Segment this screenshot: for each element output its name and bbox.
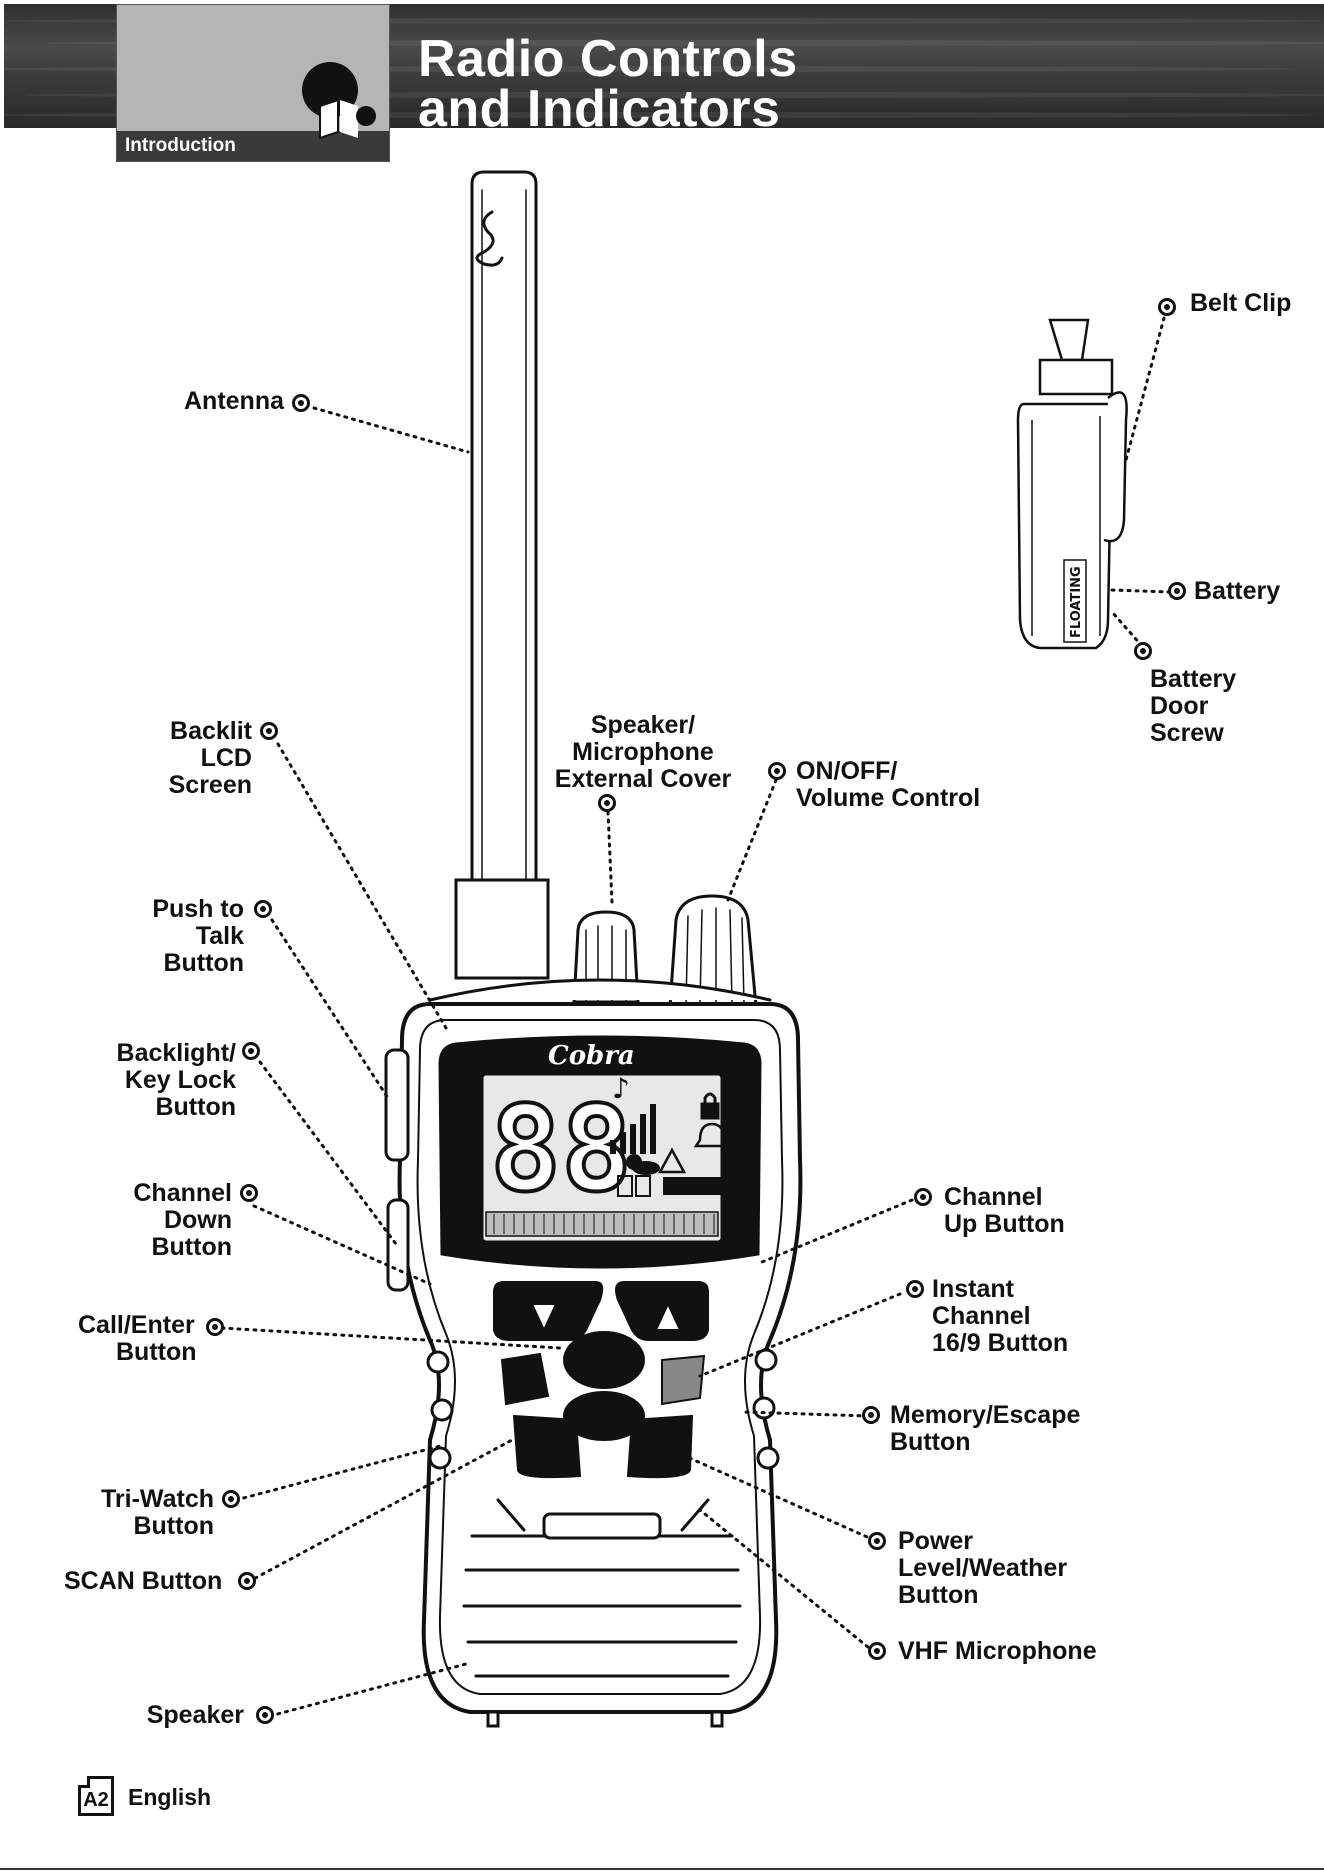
- callout-speaker-mic-cover: Speaker/ Microphone External Cover: [554, 711, 732, 793]
- title-line-2: and Indicators: [418, 80, 781, 128]
- callout-call-enter: Call/Enter Button: [78, 1311, 197, 1366]
- signal-strength-icon: [610, 1104, 656, 1154]
- channel-down-marker: [240, 1184, 258, 1202]
- lcd-screen: [480, 1072, 724, 1244]
- callout-vhf-microphone: VHF Microphone: [898, 1637, 1097, 1665]
- book-reader-icon: [302, 62, 376, 140]
- alarm-bell-icon: [693, 1122, 731, 1148]
- section-label: Introduction: [117, 131, 389, 161]
- call-enter-marker: [206, 1318, 224, 1336]
- callout-channel-up: Channel Up Button: [944, 1183, 1065, 1238]
- title-clip: Radio Controls and Indicators: [418, 34, 1118, 128]
- keypad: [493, 1281, 709, 1479]
- power-weather-key: [626, 1414, 694, 1479]
- power-level-marker: [868, 1532, 886, 1550]
- memory-escape-key: [563, 1391, 645, 1441]
- leader-lines: [220, 316, 1172, 1718]
- battery-door-screw-marker: [1134, 642, 1152, 660]
- callout-backlight-key-lock: Backlight/ Key Lock Button: [116, 1039, 236, 1121]
- callout-on-off-volume: ON/OFF/ Volume Control: [796, 757, 981, 812]
- callout-belt-clip: Belt Clip: [1190, 289, 1292, 317]
- push-to-talk-marker: [254, 900, 272, 918]
- lcd-contents: 88 ♪: [485, 1072, 731, 1237]
- lcd-digits: 88: [490, 1080, 632, 1218]
- tri-watch-key: [500, 1352, 550, 1406]
- call-enter-key: [563, 1331, 645, 1389]
- language-label: English: [128, 1784, 212, 1810]
- belt-clip-marker: [1158, 298, 1176, 316]
- antenna-shape: [470, 170, 538, 886]
- on-off-volume-marker: [768, 762, 786, 780]
- title-line-1: Radio Controls: [418, 34, 798, 88]
- speaker-marker: [256, 1706, 274, 1724]
- section-box: Introduction: [116, 4, 390, 162]
- callout-battery: Battery: [1194, 577, 1281, 605]
- memory-escape-marker: [862, 1406, 880, 1424]
- page-number: A2: [78, 1776, 114, 1816]
- speaker-mic-cover-marker: [598, 794, 616, 812]
- radio-side-view: FLOATING: [1016, 318, 1128, 650]
- volume-knob: [668, 894, 758, 1008]
- callout-scan: SCAN Button: [64, 1567, 223, 1595]
- callout-channel-down: Channel Down Button: [133, 1179, 232, 1261]
- bottom-rule: [0, 1868, 1324, 1870]
- backlit-lcd-marker: [260, 722, 278, 740]
- backlight-key-lock-marker: [242, 1042, 260, 1060]
- battery-marker: [1168, 582, 1186, 600]
- scan-key: [512, 1414, 582, 1479]
- callout-power-level: Power Level/Weather Button: [898, 1527, 1068, 1609]
- callout-tri-watch: Tri-Watch Button: [101, 1485, 214, 1540]
- svg-text:♪: ♪: [612, 1072, 630, 1105]
- side-floating-label: FLOATING: [1069, 566, 1084, 638]
- weather-icon: [626, 1154, 660, 1175]
- channel-up-marker: [914, 1188, 932, 1206]
- instant-channel-marker: [906, 1280, 924, 1298]
- lcd-text-bar: [485, 1211, 719, 1237]
- cobra-logo: Cobra: [548, 1041, 635, 1071]
- callout-antenna: Antenna: [184, 387, 284, 415]
- callout-backlit-lcd: Backlit LCD Screen: [168, 717, 252, 799]
- callout-memory-escape: Memory/Escape Button: [890, 1401, 1081, 1456]
- page-title: Radio Controls and Indicators: [418, 34, 798, 128]
- scan-marker: [238, 1572, 256, 1590]
- warning-icon: [657, 1147, 687, 1174]
- vhf-microphone-marker: [868, 1642, 886, 1660]
- antenna-marker: [292, 394, 310, 412]
- channel-up-key: [615, 1281, 709, 1341]
- tri-watch-marker: [222, 1490, 240, 1508]
- callout-instant-channel: Instant Channel 16/9 Button: [932, 1275, 1069, 1357]
- callout-speaker: Speaker: [146, 1701, 244, 1729]
- battery-indicator-icon: [617, 1175, 721, 1197]
- callout-battery-door-screw: Battery Door Screw: [1150, 665, 1237, 747]
- instant-channel-key: [661, 1354, 706, 1406]
- callout-push-to-talk: Push to Talk Button: [152, 895, 244, 977]
- lock-icon: [700, 1092, 720, 1120]
